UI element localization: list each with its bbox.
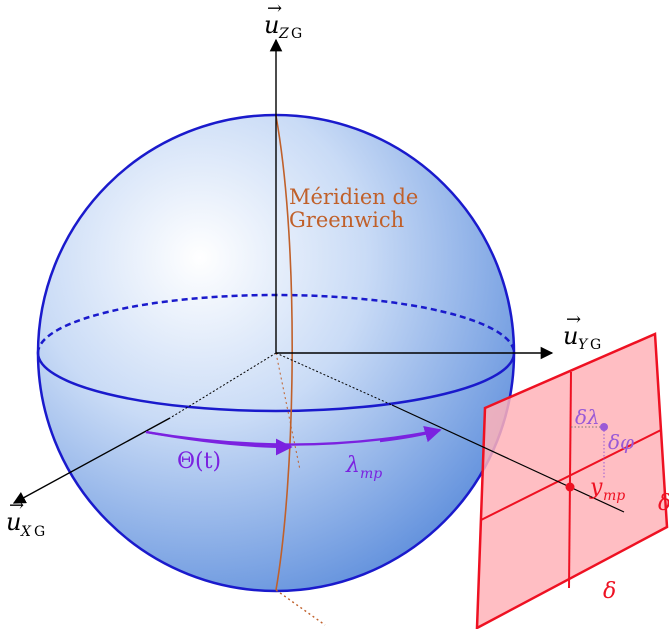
offset-point [600,423,608,431]
y-axis-label: u → Y G [563,309,601,353]
svg-text:G: G [291,26,302,42]
mp-point [565,482,575,492]
z-axis-label: u → Z G [264,0,302,42]
meridian-label-line1: Méridien de [289,185,418,209]
tangent-plane [475,332,669,631]
x-axis-label: u → X G [6,495,45,540]
x-axis-inner [169,352,277,419]
plane-meridian-line [568,371,572,589]
theta-label: Θ(t) [177,449,221,474]
delta-phi-label: δφ [608,430,634,454]
svg-text:X: X [20,524,32,540]
svg-text:G: G [34,524,45,540]
lambda-arrow [379,425,442,443]
delta-lambda-label: δλ [575,405,600,429]
svg-text:λ: λ [345,453,360,478]
theta-arrow [145,430,293,456]
svg-text:G: G [590,337,601,353]
svg-text:Z: Z [278,26,289,42]
svg-text:y: y [589,475,603,500]
x-axis [12,417,171,504]
normal-outer [391,404,625,513]
svg-text:u: u [563,322,578,350]
greenwich-meridian [275,115,293,591]
normal-inner [275,352,393,406]
equator-front [36,352,516,413]
meridian-label-line2: Greenwich [289,208,404,232]
y-mp-label: y mp [589,475,625,504]
svg-text:mp: mp [603,488,625,504]
meridian-extension [275,589,326,626]
delta-bottom-label: δ [603,579,616,604]
plane-parallel-line [480,429,662,521]
svg-text:Y: Y [578,337,589,353]
svg-text:→: → [267,0,282,19]
svg-text:→: → [9,495,24,516]
svg-text:u: u [6,508,21,536]
svg-text:→: → [566,309,581,330]
svg-text:mp: mp [360,466,382,482]
svg-text:u: u [264,11,279,39]
delta-right-label: δ [658,491,669,516]
lambda-label: λ mp [345,453,382,482]
